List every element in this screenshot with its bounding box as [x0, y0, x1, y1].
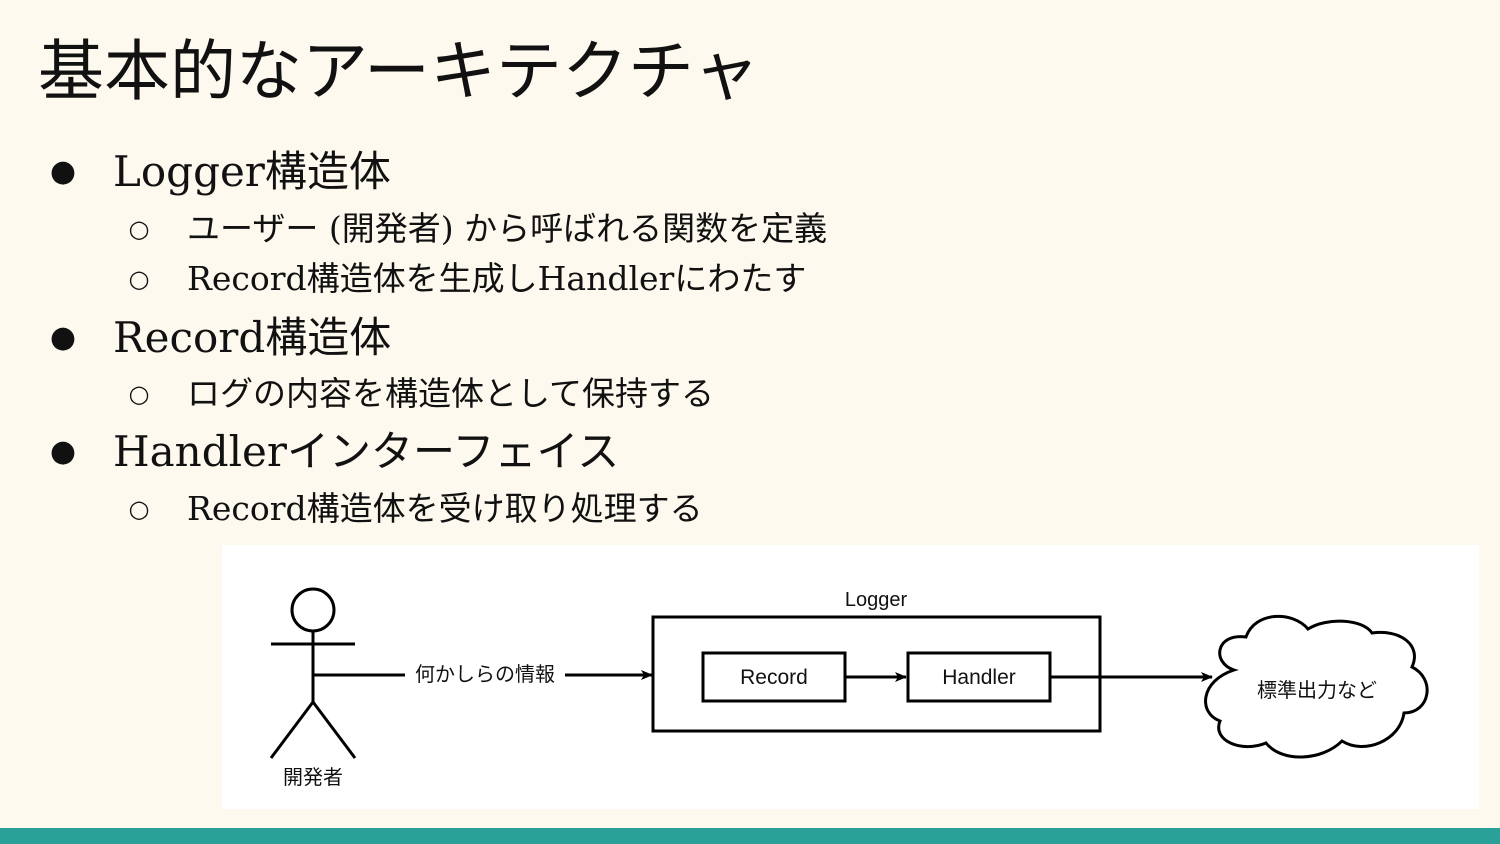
- sub-bullet-marker: ○: [128, 215, 150, 243]
- actor-figure-icon: [269, 587, 357, 759]
- bullet-marker: ●: [49, 154, 77, 189]
- bullet-text: Handlerインターフェイス: [113, 427, 620, 476]
- bullet-marker: ●: [49, 320, 77, 355]
- slide-title: 基本的なアーキテクチャ: [38, 33, 760, 110]
- accent-bar: [0, 828, 1500, 844]
- edge-label: 何かしらの情報: [415, 663, 555, 686]
- actor-label: 開発者: [283, 766, 343, 789]
- architecture-diagram: 開発者 何かしらの情報 Logger Record Handler 標準出力など: [222, 545, 1479, 809]
- sub-bullet-text: Record構造体を受け取り処理する: [187, 489, 703, 528]
- diagram-canvas: 開発者 何かしらの情報 Logger Record Handler 標準出力など: [269, 587, 1429, 789]
- actor-left-leg: [269, 701, 315, 759]
- record-label: Record: [740, 666, 808, 689]
- sub-bullet-text: Record構造体を生成しHandlerにわたす: [187, 259, 807, 298]
- sub-bullet-marker: ○: [128, 495, 150, 523]
- bullet-marker: ●: [49, 434, 77, 469]
- actor-right-leg: [311, 701, 357, 759]
- bullet-text: Logger構造体: [113, 147, 391, 196]
- actor-head: [290, 587, 336, 633]
- logger-container: [651, 615, 1102, 733]
- sub-bullet-text: ユーザー (開発者) から呼ばれる関数を定義: [187, 209, 828, 248]
- logger-label: Logger: [845, 589, 908, 611]
- output-label: 標準出力など: [1257, 679, 1377, 702]
- sub-bullet-marker: ○: [128, 380, 150, 408]
- bullet-text: Record構造体: [113, 313, 392, 362]
- sub-bullet-text: ログの内容を構造体として保持する: [187, 374, 715, 413]
- handler-label: Handler: [942, 666, 1016, 689]
- sub-bullet-marker: ○: [128, 265, 150, 293]
- cloud-icon: [1204, 615, 1429, 759]
